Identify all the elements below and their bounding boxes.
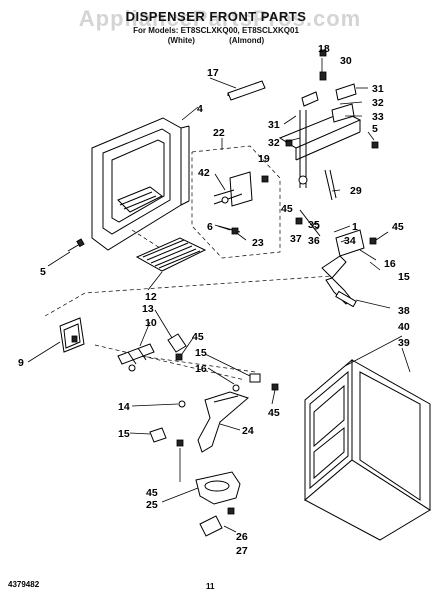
part-25-cup bbox=[161, 471, 241, 505]
callout-16-mid: 16 bbox=[195, 363, 207, 375]
color-almond: (Almond) bbox=[229, 36, 265, 45]
callout-5-left: 5 bbox=[40, 266, 46, 278]
callout-31-right: 31 bbox=[372, 83, 384, 95]
color-variants: (White) (Almond) bbox=[0, 36, 432, 45]
page-number: 11 bbox=[206, 582, 215, 591]
callout-15-right: 15 bbox=[398, 271, 410, 283]
callout-27: 27 bbox=[236, 545, 248, 557]
callout-16-right: 16 bbox=[384, 258, 396, 270]
callout-37: 37 bbox=[290, 233, 302, 245]
callout-40: 40 bbox=[398, 321, 410, 333]
callout-32-left: 32 bbox=[268, 137, 280, 149]
callout-9: 9 bbox=[18, 357, 24, 369]
part-38-actuator bbox=[321, 255, 391, 309]
callout-38: 38 bbox=[398, 305, 410, 317]
part-4-housing bbox=[91, 106, 199, 251]
callout-45-right: 45 bbox=[392, 221, 404, 233]
callout-45-center: 45 bbox=[281, 203, 293, 215]
part-15-left bbox=[129, 427, 184, 482]
callout-10: 10 bbox=[145, 317, 157, 329]
part-17-trim bbox=[209, 77, 266, 101]
parts-15-16-lower bbox=[204, 353, 279, 405]
callout-15-left: 15 bbox=[118, 428, 130, 440]
part-6-23 bbox=[214, 224, 247, 241]
page-title: DISPENSER FRONT PARTS bbox=[125, 9, 307, 24]
callout-labels: 17 4 22 42 6 23 5 12 18 30 31 32 33 5 31… bbox=[18, 43, 410, 557]
document-number: 4379482 bbox=[8, 580, 40, 589]
callout-13: 12 bbox=[145, 291, 157, 303]
color-white: (White) bbox=[167, 36, 195, 45]
callout-33: 33 bbox=[372, 111, 384, 123]
callout-14: 14 bbox=[118, 401, 130, 413]
callout-15-mid: 15 bbox=[195, 347, 207, 359]
part-13-drip-tray bbox=[131, 229, 207, 291]
callout-32-right: 32 bbox=[372, 97, 384, 109]
callout-1: 1 bbox=[352, 221, 358, 233]
part-22-bracket bbox=[191, 138, 281, 259]
callout-18: 18 bbox=[318, 43, 330, 55]
callout-12: 13 bbox=[142, 303, 154, 315]
callout-30: 30 bbox=[340, 55, 352, 67]
callout-35: 35 bbox=[308, 219, 320, 231]
callout-26: 26 bbox=[236, 531, 248, 543]
part-39-40-panel bbox=[304, 335, 431, 541]
part-10-12-bracket bbox=[117, 309, 194, 372]
callout-17: 17 bbox=[207, 67, 219, 79]
callout-34: 34 bbox=[344, 235, 356, 247]
guide-lines bbox=[44, 275, 333, 381]
part-9-lens bbox=[27, 317, 85, 363]
parts-34-37 bbox=[295, 209, 389, 271]
part-5-screw-left bbox=[47, 238, 85, 267]
callout-39: 39 bbox=[398, 337, 410, 349]
callout-45-bottom: 45 bbox=[146, 487, 158, 499]
watermark: AppliancePartsPros.com bbox=[78, 6, 362, 31]
model-numbers: For Models: ET8SCLXKQ00, ET8SCLXKQ01 bbox=[133, 26, 299, 35]
callout-23: 23 bbox=[252, 237, 264, 249]
callout-31-left: 31 bbox=[268, 119, 280, 131]
callout-24: 24 bbox=[242, 425, 254, 437]
part-26-27 bbox=[199, 507, 237, 537]
callout-36: 36 bbox=[308, 235, 320, 247]
callout-42: 42 bbox=[198, 167, 210, 179]
callout-45-mid: 45 bbox=[192, 331, 204, 343]
callout-29: 29 bbox=[350, 185, 362, 197]
switch-assembly bbox=[278, 49, 379, 201]
callout-22: 22 bbox=[213, 127, 225, 139]
callout-45-lower: 45 bbox=[268, 407, 280, 419]
callout-6: 6 bbox=[207, 221, 213, 233]
callout-5-right: 5 bbox=[372, 123, 378, 135]
callout-25: 25 bbox=[146, 499, 158, 511]
part-24-bracket bbox=[131, 391, 249, 453]
callout-19: 19 bbox=[258, 153, 270, 165]
callout-4: 4 bbox=[197, 103, 203, 115]
